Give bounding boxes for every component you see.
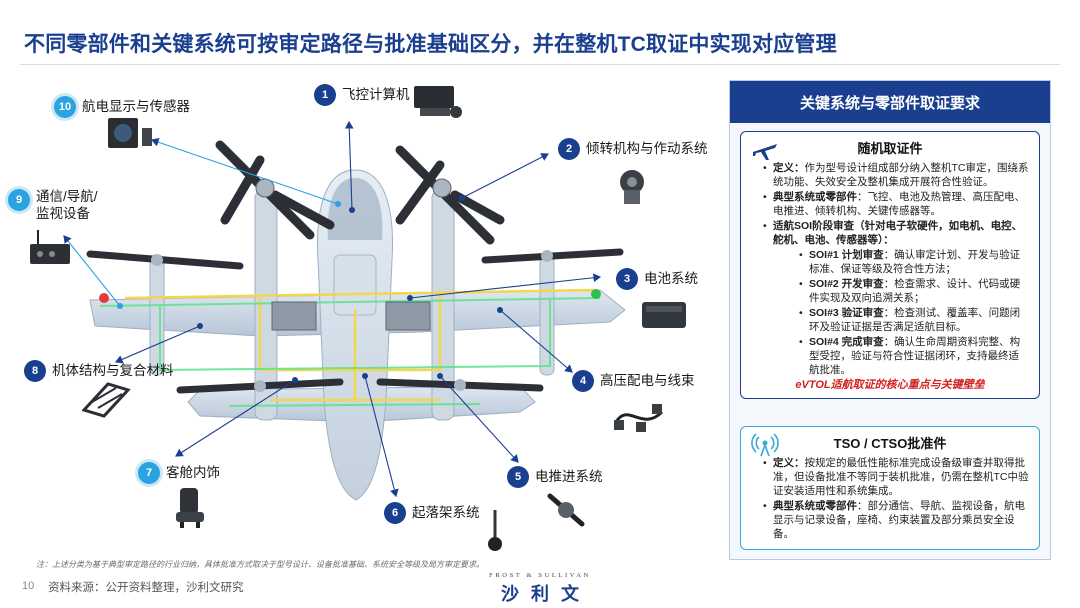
- typical-label: 典型系统或零部件: [773, 500, 857, 512]
- cabin-seat-icon: [176, 488, 204, 528]
- signal-antenna-icon: [751, 433, 779, 457]
- composite-structure-icon: [82, 382, 131, 418]
- definition-item: 定义：作为型号设计组成部分纳入整机TC审定，围绕系统功能、失效安全及整机集成开展…: [763, 161, 1029, 189]
- callout-hv-harness: 4 高压配电与线束: [572, 370, 695, 392]
- footnote: 注：上述分类为基于典型审定路径的行业归纳，具体批准方式取决于型号设计、设备批准基…: [36, 560, 484, 569]
- brand-subtitle: FROST & SULLIVAN: [489, 572, 591, 579]
- card-title: TSO / CTSO批准件: [833, 436, 947, 451]
- soi-stage-label: SOI#1 计划审查: [809, 249, 884, 261]
- soi-stage-text: ：检查测试、覆盖率、问题闭环及验证证据是否满足适航目标。: [809, 307, 1021, 333]
- callout-label: 飞控计算机: [342, 86, 410, 102]
- page-title: 不同零部件和关键系统可按审定路径与批准基础区分，并在整机TC取证中实现对应管理: [24, 33, 837, 56]
- definition-text: 作为型号设计组成部分纳入整机TC审定，围绕系统功能、失效安全及整机集成开展符合性…: [773, 162, 1029, 188]
- card-title: 随机取证件: [857, 141, 923, 156]
- callout-label: 通信/导航/ 监视设备: [36, 189, 98, 221]
- callout-label: 客舱内饰: [166, 464, 220, 480]
- callout-flight-computer: 1 飞控计算机: [314, 84, 410, 106]
- callout-avionics-display: 10 航电显示与传感器: [54, 96, 190, 118]
- typical-item: 典型系统或零部件：飞控、电池及热管理、高压配电、电推进、倾转机构、关键传感器等。: [763, 190, 1029, 218]
- soi-stage-text: ：检查需求、设计、代码或硬件实现及双向追溯关系；: [809, 278, 1021, 304]
- callout-landing-gear: 6 起落架系统: [384, 502, 480, 524]
- battery-pack-icon: [642, 302, 686, 328]
- soi-stage: SOI#3 验证审查：检查测试、覆盖率、问题闭环及验证证据是否满足适航目标。: [799, 306, 1029, 334]
- callout-electric-propulsion: 5 电推进系统: [507, 466, 603, 488]
- typical-text: ：部分通信、导航、监视设备，航电显示与记录设备，座椅、约束装置及部分乘员安全设备…: [773, 500, 1025, 540]
- brand-logo: FROST & SULLIVAN 沙利文: [480, 572, 600, 606]
- title-divider: [20, 64, 1060, 65]
- callout-number: 2: [558, 138, 580, 160]
- definition-item: 定义：按规定的最低性能标准完成设备级审查并取得批准，但设备批准不等同于装机批准，…: [763, 456, 1029, 498]
- avionics-display-icon: [108, 118, 152, 148]
- callout-number: 10: [54, 96, 76, 118]
- evtol-aircraft-illustration: [63, 120, 626, 501]
- wire-harness-icon: [614, 404, 664, 432]
- soi-stage-label: SOI#4 完成审查: [809, 336, 884, 348]
- definition-label: 定义：: [773, 162, 805, 174]
- landing-gear-icon: [488, 510, 502, 551]
- typical-label: 典型系统或零部件: [773, 191, 857, 203]
- typical-text: ：飞控、电池及热管理、高压配电、电推进、倾转机构、关键传感器等。: [773, 191, 1025, 217]
- card-tso-ctso-parts: TSO / CTSO批准件 定义：按规定的最低性能标准完成设备级审查并取得批准，…: [740, 426, 1040, 550]
- callout-label: 倾转机构与作动系统: [586, 140, 708, 156]
- callout-number: 7: [138, 462, 160, 484]
- callout-number: 5: [507, 466, 529, 488]
- soi-stage: SOI#4 完成审查：确认生命周期资料完整、构型受控，验证与符合性证据闭环，支持…: [799, 335, 1029, 377]
- callout-label: 机体结构与复合材料: [52, 362, 174, 378]
- soi-stage-text: ：确认生命周期资料完整、构型受控，验证与符合性证据闭环，支持最终适航批准。: [809, 336, 1021, 376]
- aircraft-diagram: 1 飞控计算机 2 倾转机构与作动系统 3 电池系统 4 高压配电与线束 5 电…: [0, 70, 720, 560]
- soi-stage-label: SOI#2 开发审查: [809, 278, 884, 290]
- tilt-actuator-icon: [620, 170, 644, 204]
- callout-number: 6: [384, 502, 406, 524]
- card-body: 定义：作为型号设计组成部分纳入整机TC审定，围绕系统功能、失效安全及整机集成开展…: [741, 157, 1039, 377]
- card-random-certified-parts: 随机取证件 定义：作为型号设计组成部分纳入整机TC审定，围绕系统功能、失效安全及…: [740, 131, 1040, 399]
- callout-cns-equipment: 9 通信/导航/ 监视设备: [8, 189, 98, 223]
- soi-stage-text: ：确认审定计划、开发与验证标准、保证等级及符合性方法；: [809, 249, 1021, 275]
- brand-name: 沙利文: [501, 584, 591, 604]
- callout-label: 起落架系统: [412, 504, 480, 520]
- key-barrier-note: eVTOL适航取证的核心重点与关键壁垒: [795, 379, 985, 391]
- callout-number: 1: [314, 84, 336, 106]
- callout-label: 电池系统: [644, 270, 698, 286]
- soi-stage: SOI#1 计划审查：确认审定计划、开发与验证标准、保证等级及符合性方法；: [799, 248, 1029, 276]
- callout-number: 4: [572, 370, 594, 392]
- definition-text: 按规定的最低性能标准完成设备级审查并取得批准，但设备批准不等同于装机批准，仍需在…: [773, 457, 1029, 497]
- callout-label: 高压配电与线束: [600, 372, 695, 388]
- callout-airframe-composite: 8 机体结构与复合材料: [24, 360, 174, 382]
- cns-equipment-icon: [30, 230, 70, 264]
- callout-label: 电推进系统: [535, 468, 603, 484]
- electric-propulsion-icon: [547, 493, 585, 527]
- callout-label: 航电显示与传感器: [82, 98, 190, 114]
- soi-title: 适航SOI阶段审查（针对电子软硬件，如电机、电控、舵机、电池、传感器等）：: [773, 220, 1023, 246]
- flight-computer-icon: [414, 86, 462, 118]
- page-number: 10: [22, 580, 35, 592]
- card-body: 定义：按规定的最低性能标准完成设备级审查并取得批准，但设备批准不等同于装机批准，…: [741, 452, 1039, 541]
- soi-stage-label: SOI#3 验证审查: [809, 307, 884, 319]
- callout-number: 3: [616, 268, 638, 290]
- certification-requirements-panel: 关键系统与零部件取证要求 随机取证件 定义：作为型号设计组成部分纳入整机TC审定…: [729, 80, 1051, 560]
- callout-number: 8: [24, 360, 46, 382]
- soi-item: 适航SOI阶段审查（针对电子软硬件，如电机、电控、舵机、电池、传感器等）： SO…: [763, 219, 1029, 377]
- airplane-icon: [753, 144, 777, 160]
- panel-header: 关键系统与零部件取证要求: [730, 81, 1050, 123]
- soi-stage: SOI#2 开发审查：检查需求、设计、代码或硬件实现及双向追溯关系；: [799, 277, 1029, 305]
- callout-battery: 3 电池系统: [616, 268, 698, 290]
- definition-label: 定义：: [773, 457, 805, 469]
- callout-number: 9: [8, 189, 30, 211]
- callout-tilt-actuator: 2 倾转机构与作动系统: [558, 138, 708, 160]
- callout-cabin-interior: 7 客舱内饰: [138, 462, 220, 484]
- typical-item: 典型系统或零部件：部分通信、导航、监视设备，航电显示与记录设备，座椅、约束装置及…: [763, 499, 1029, 541]
- source-note: 资料来源：公开资料整理，沙利文研究: [48, 582, 244, 594]
